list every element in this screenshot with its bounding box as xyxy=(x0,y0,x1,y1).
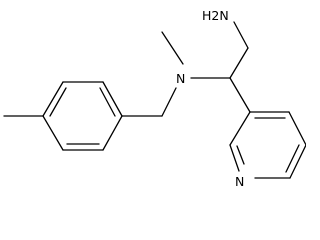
bond-ring-1 xyxy=(42,81,64,117)
bond-py-6 xyxy=(229,111,251,146)
atom-label-amine: H2N xyxy=(202,8,229,23)
bond-py-double-2 xyxy=(285,144,300,173)
bond-ch2-nh2 xyxy=(233,21,249,49)
benzene-ring xyxy=(42,81,123,151)
bond-py-double-3 xyxy=(236,145,245,165)
bond-ring-6 xyxy=(42,115,64,151)
chemical-structure-diagram: H2N N N xyxy=(3,8,306,189)
bond-n-methyl xyxy=(161,31,184,65)
bond-ch-ch2 xyxy=(229,47,249,79)
bond-py-5 xyxy=(229,144,240,172)
atom-label-pyridine-nitrogen: N xyxy=(235,174,244,189)
bond-py-2 xyxy=(288,111,306,146)
bond-ring-double-2 xyxy=(99,87,116,117)
atom-label-amine-nitrogen: N xyxy=(176,71,185,86)
bond-py-3 xyxy=(289,144,306,179)
bond-ring-3 xyxy=(102,81,123,117)
bond-ring-double-1 xyxy=(49,87,67,117)
pyridine-ring xyxy=(229,111,306,179)
bond-ch-pyridine xyxy=(229,77,251,113)
bond-ch2-n xyxy=(161,87,177,117)
bond-ring-4 xyxy=(102,115,123,151)
